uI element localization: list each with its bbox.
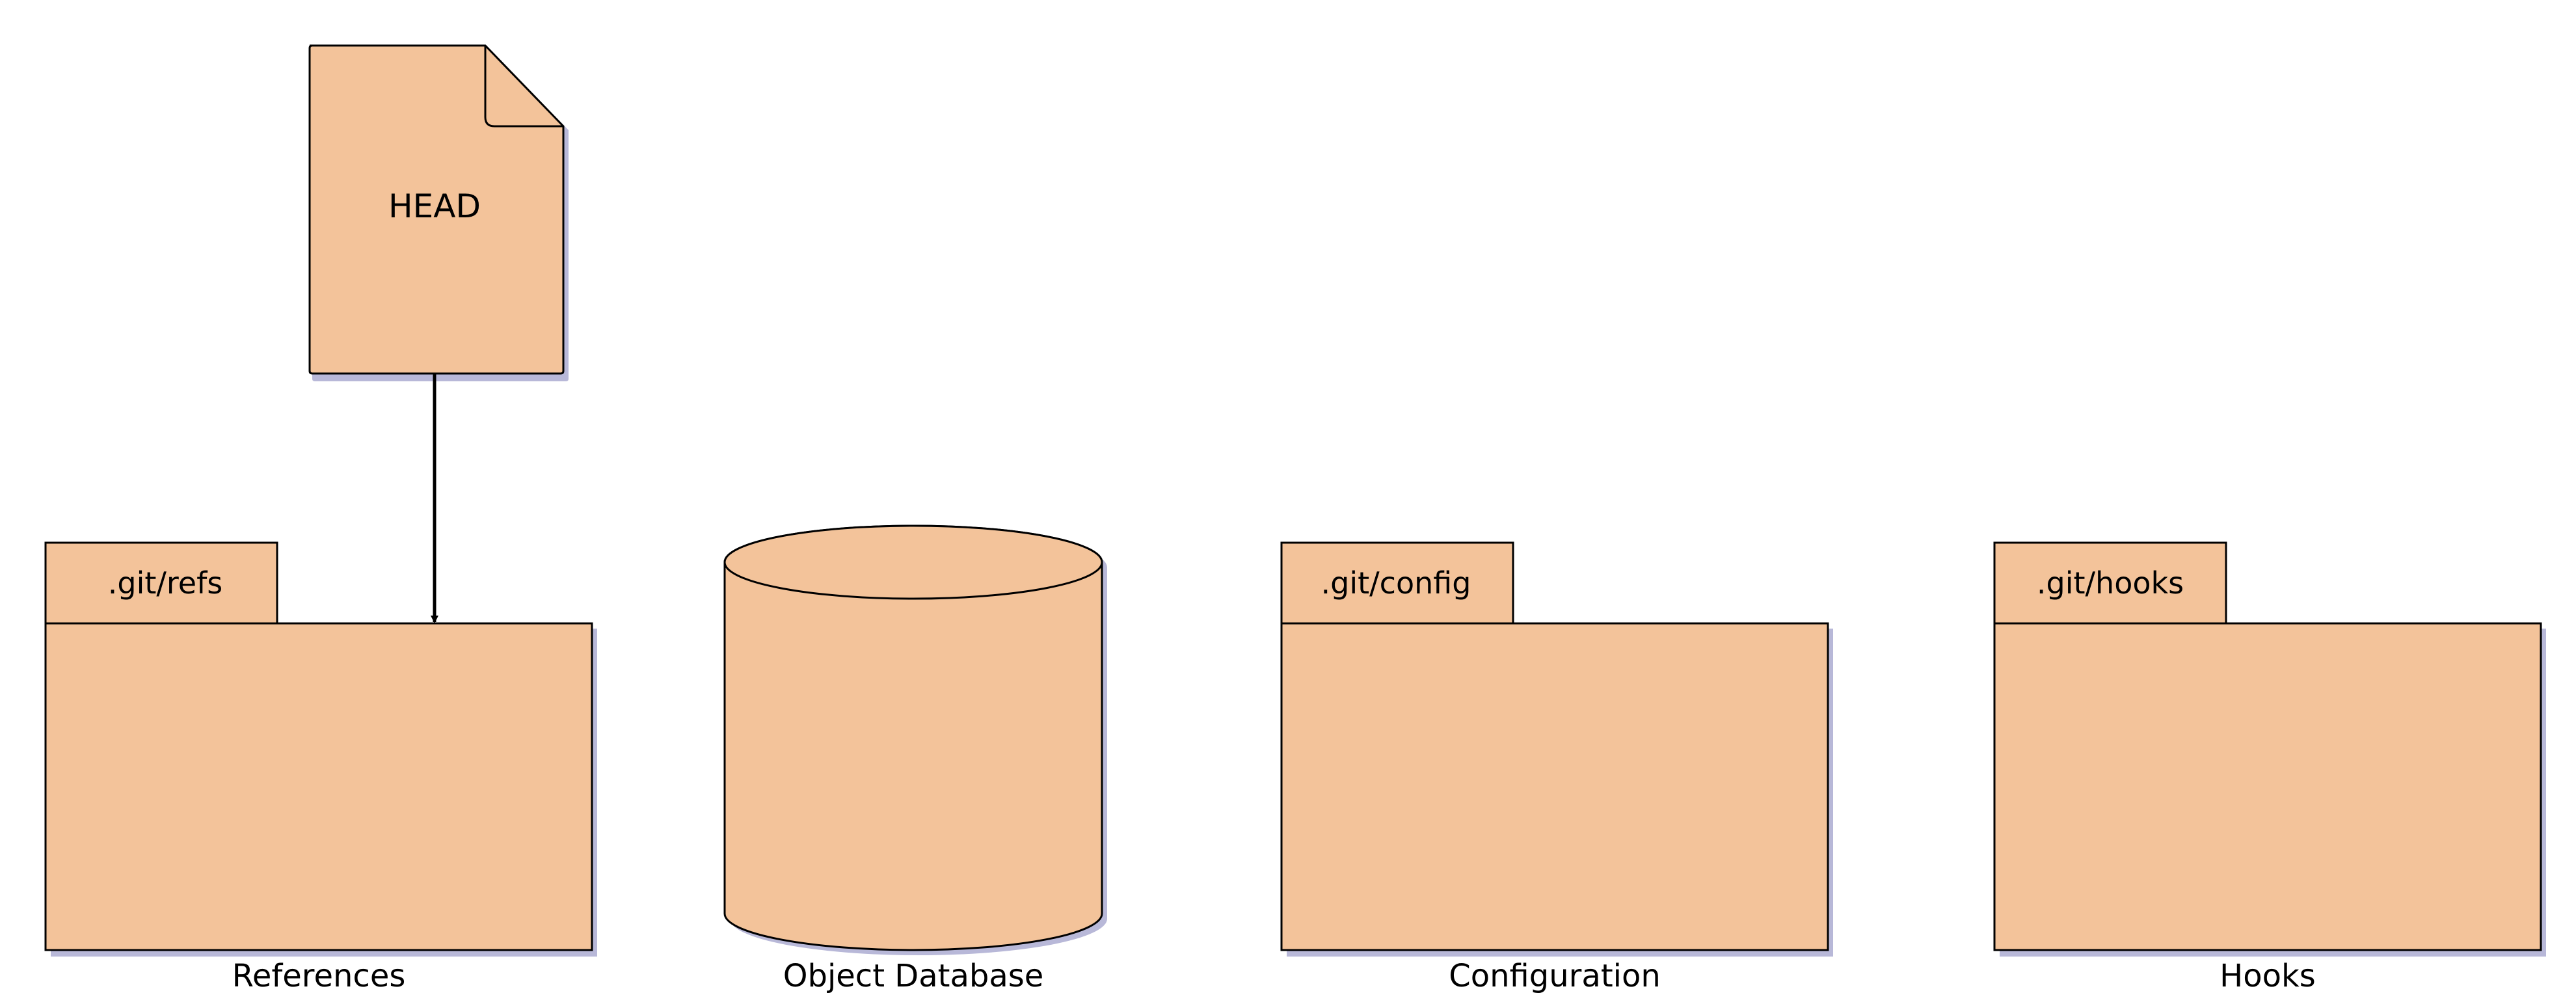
head-file-label: HEAD xyxy=(388,187,481,225)
object-database-top xyxy=(723,524,1103,600)
refs-folder-tab-label: .git/refs xyxy=(108,565,223,601)
hooks-folder-tab-label: .git/hooks xyxy=(2037,565,2184,601)
head-file: HEAD xyxy=(308,44,569,381)
hooks-folder-caption: Hooks xyxy=(2220,958,2316,994)
hooks-folder: .git/hooks Hooks xyxy=(1993,541,2546,994)
config-folder-tab-label: .git/config xyxy=(1321,565,1471,601)
refs-folder-body xyxy=(44,622,593,951)
config-folder-caption: Configuration xyxy=(1449,958,1661,994)
object-database-caption: Object Database xyxy=(783,958,1044,994)
refs-folder: .git/refs References xyxy=(44,541,597,994)
document-icon xyxy=(308,44,565,375)
head-file-fold xyxy=(484,46,563,128)
refs-folder-caption: References xyxy=(232,958,406,994)
config-folder: .git/config Configuration xyxy=(1280,541,1833,994)
object-database: Object Database xyxy=(723,524,1107,994)
hooks-folder-body xyxy=(1993,622,2542,951)
folder-icon xyxy=(1280,541,1514,626)
config-folder-body xyxy=(1280,622,1829,951)
folder-icon xyxy=(1993,541,2227,626)
